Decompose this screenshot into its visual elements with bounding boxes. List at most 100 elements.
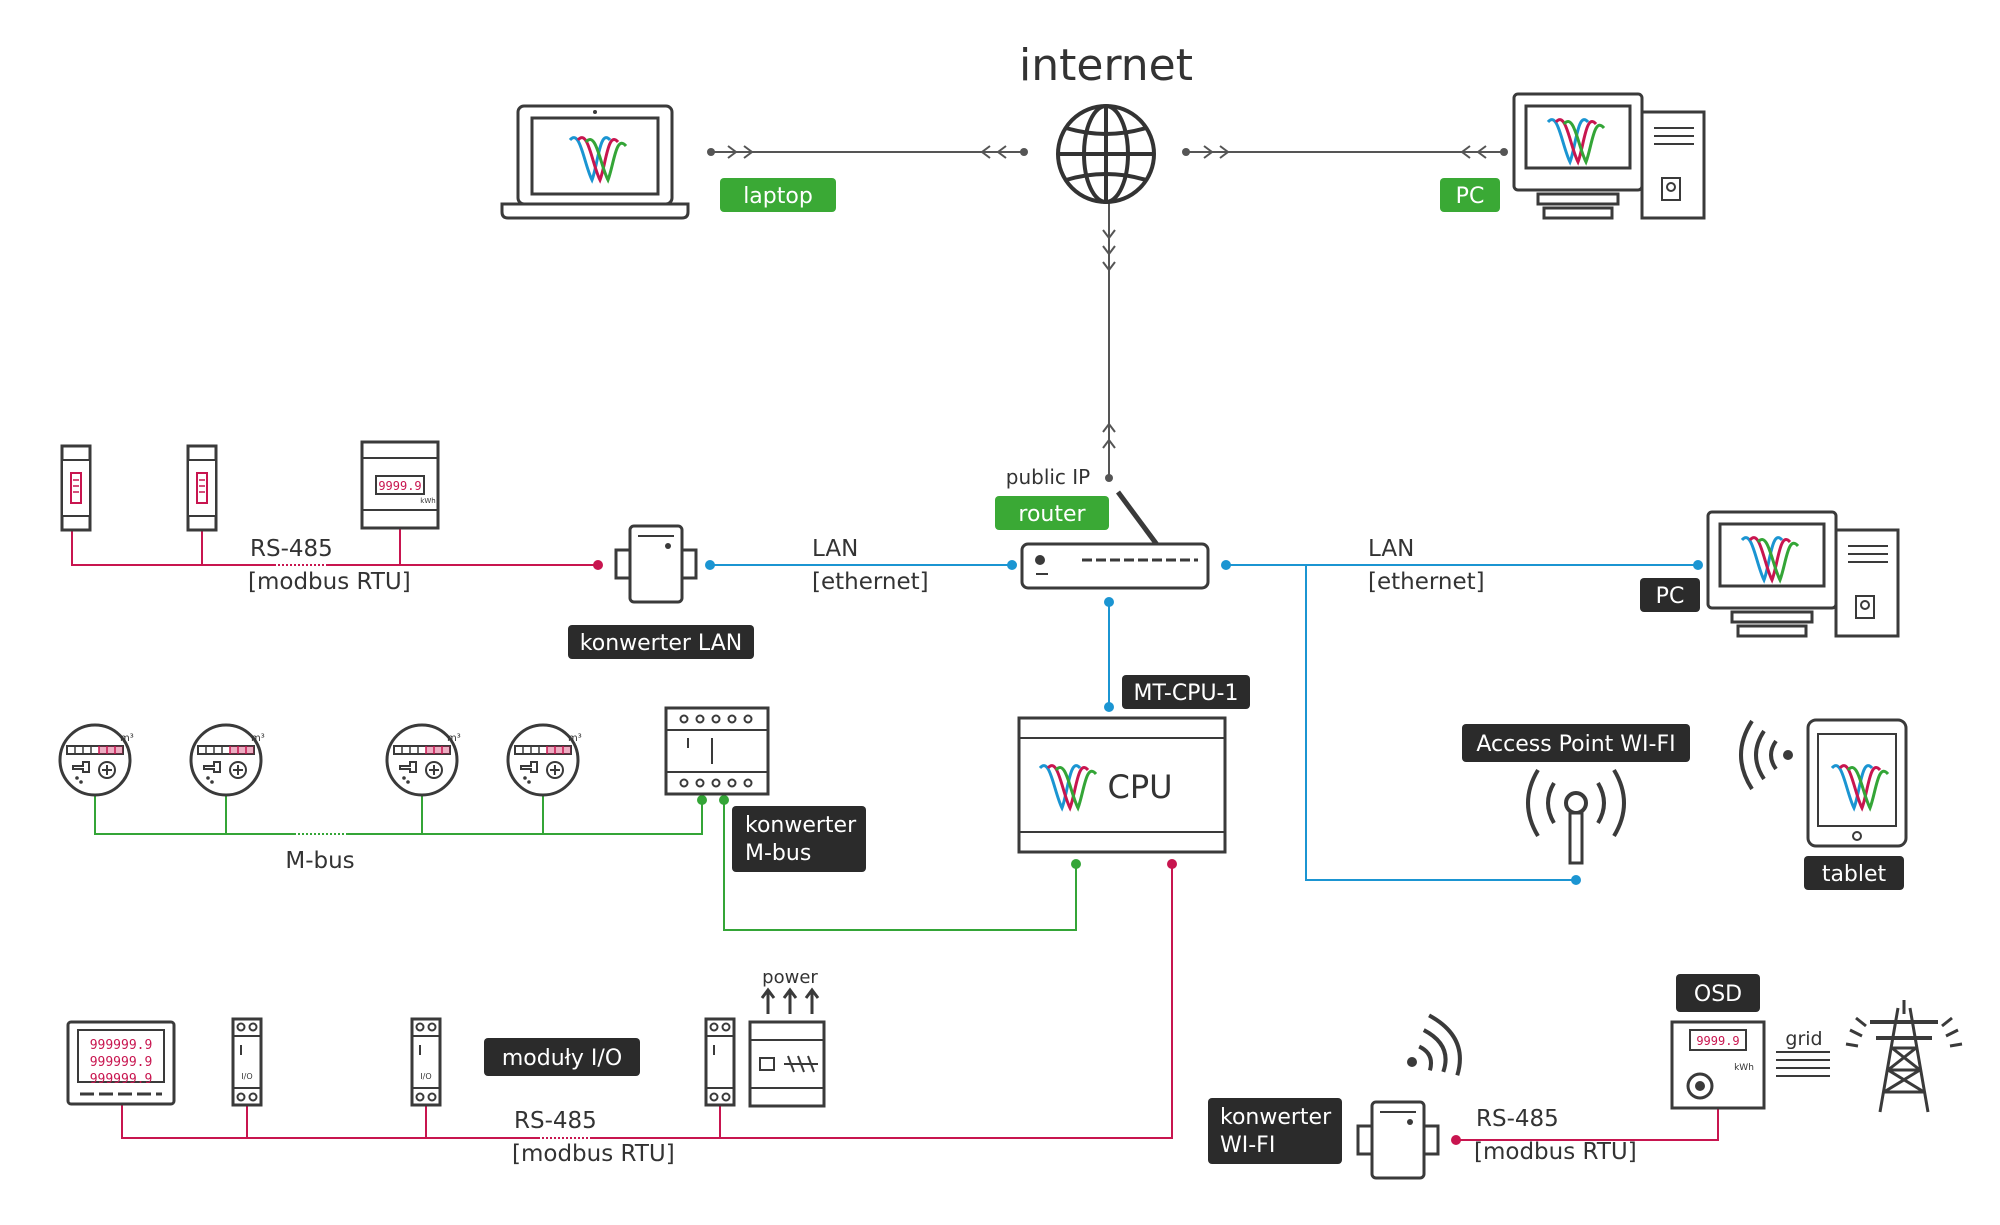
svg-text:PC: PC (1456, 184, 1485, 209)
rs485-osd-dot (1451, 1135, 1461, 1145)
din-sensor-2[interactable] (186, 444, 218, 532)
globe-icon (1056, 104, 1156, 204)
rs485-top-sublabel: [modbus RTU] (248, 569, 411, 595)
water-unit-2: m³ (251, 733, 265, 744)
pc-line-dot (1500, 148, 1508, 156)
wifi-converter-icon[interactable] (1356, 1100, 1440, 1180)
rs485-bottom-sublabel: [modbus RTU] (512, 1141, 675, 1167)
rs485-bottom-label: RS-485 (514, 1108, 597, 1134)
rs485-cpu-dot (1167, 859, 1177, 869)
grid-lines-icon (1776, 1051, 1830, 1077)
svg-text:I/O: I/O (241, 1072, 252, 1081)
rs485-top-bus (71, 530, 598, 566)
laptop-line-dot (707, 148, 715, 156)
lan-ap-line (1305, 565, 1576, 881)
pc-top-icon[interactable] (1512, 92, 1706, 220)
internet-title: internet (1019, 40, 1193, 91)
pc-top-label: PC (1440, 178, 1500, 212)
internet-right-dot (1182, 148, 1190, 156)
svg-text:konwerter: konwerter (1220, 1105, 1332, 1130)
rs485-osd-sublabel: [modbus RTU] (1474, 1139, 1637, 1165)
router-up-arrows (1102, 422, 1116, 449)
svg-text:moduły I/O: moduły I/O (502, 1046, 622, 1071)
wifi-signal-icon (1407, 1013, 1462, 1076)
grid-label: grid (1785, 1028, 1822, 1050)
din-sensor-1[interactable] (60, 444, 92, 532)
tablet-icon[interactable] (1806, 718, 1908, 848)
svg-text:router: router (1018, 502, 1086, 527)
svg-text:MT-CPU-1: MT-CPU-1 (1133, 681, 1238, 706)
water-unit-1: m³ (120, 733, 134, 744)
multimeter-row-2: 999999.9 (90, 1055, 153, 1070)
lan-ap-dot (1571, 875, 1581, 885)
svg-text:konwerter LAN: konwerter LAN (580, 631, 742, 656)
cpu-module[interactable]: CPU (1017, 716, 1227, 854)
io-module-3[interactable] (704, 1017, 736, 1107)
lan-right-dot-a (1221, 560, 1231, 570)
router-label: router (995, 496, 1109, 530)
svg-text:I/O: I/O (420, 1072, 431, 1081)
lan-left-dot-a (705, 560, 715, 570)
laptop-label: laptop (720, 178, 836, 212)
konwerter-lan-icon[interactable] (614, 524, 698, 604)
public-ip-text: public IP (1006, 465, 1091, 489)
svg-text:tablet: tablet (1822, 862, 1887, 887)
mbus-dot-b (719, 795, 729, 805)
svg-text:laptop: laptop (743, 184, 813, 209)
lan-left-label: LAN (812, 536, 858, 562)
svg-text:Access Point WI-FI: Access Point WI-FI (1476, 732, 1675, 757)
svg-text:M-bus: M-bus (745, 841, 811, 866)
rs485-osd-label: RS-485 (1476, 1106, 1559, 1132)
konwerter-lan-label: konwerter LAN (568, 625, 754, 659)
power-relay-icon[interactable] (748, 1020, 826, 1108)
power-arrows-icon (760, 987, 820, 1014)
multimeter-icon[interactable]: 999999.9 999999.9 999999.9 (66, 1020, 176, 1106)
svg-text:WI-FI: WI-FI (1220, 1133, 1275, 1158)
pc-right-icon[interactable] (1706, 510, 1900, 638)
internet-left-dot (1020, 148, 1028, 156)
lan-right-sublabel: [ethernet] (1368, 569, 1485, 595)
lan-right-label: LAN (1368, 536, 1414, 562)
rs485-top-label: RS-485 (250, 536, 333, 562)
osd-display: 9999.9 (1696, 1034, 1739, 1048)
internet-down-arrows (1102, 229, 1116, 272)
svg-text:OSD: OSD (1694, 982, 1742, 1007)
power-label: power (762, 967, 818, 988)
lan-left-dot-b (1007, 560, 1017, 570)
svg-text:PC: PC (1656, 584, 1685, 609)
router-cpu-dot-b (1104, 702, 1114, 712)
router-icon[interactable] (1020, 490, 1210, 590)
energy-meter-top[interactable]: 9999.9 kWh (360, 440, 440, 530)
laptop-icon[interactable] (500, 104, 690, 220)
router-cpu-dot-a (1104, 597, 1114, 607)
pc-right-label: PC (1640, 578, 1700, 612)
multimeter-row-3: 999999.9 (90, 1072, 153, 1087)
mbus-converter-label: konwerter M-bus (732, 806, 866, 872)
multimeter-row-1: 999999.9 (90, 1038, 153, 1053)
io-module-1[interactable]: I/O (231, 1017, 263, 1107)
lan-right-dot-b (1693, 560, 1703, 570)
connection-lines (71, 145, 1719, 1145)
osd-unit: kWh (1734, 1063, 1754, 1073)
water-unit-4: m³ (568, 733, 582, 744)
rs485-top-dot (593, 560, 603, 570)
mbus-line (94, 782, 703, 835)
pc-arrows (1203, 145, 1487, 159)
mbus-converter-icon[interactable] (664, 706, 770, 796)
io-module-2[interactable]: I/O (410, 1017, 442, 1107)
rs485-osd-line (1456, 1108, 1719, 1141)
osd-label: OSD (1676, 974, 1760, 1012)
laptop-arrows (727, 145, 1007, 159)
tablet-label: tablet (1804, 856, 1904, 890)
osd-meter-icon[interactable]: 9999.9 kWh (1670, 1020, 1766, 1110)
meter-top-unit: kWh (420, 497, 435, 505)
power-pylon-icon (1845, 1000, 1963, 1113)
meter-top-display: 9999.9 (378, 479, 421, 493)
lan-left-sublabel: [ethernet] (812, 569, 929, 595)
wifi-konwerter-label: konwerter WI-FI (1208, 1098, 1342, 1164)
access-point-label: Access Point WI-FI (1462, 724, 1690, 762)
svg-text:konwerter: konwerter (745, 813, 857, 838)
mbus-dot-a (697, 795, 707, 805)
access-point-icon[interactable] (1526, 768, 1626, 865)
